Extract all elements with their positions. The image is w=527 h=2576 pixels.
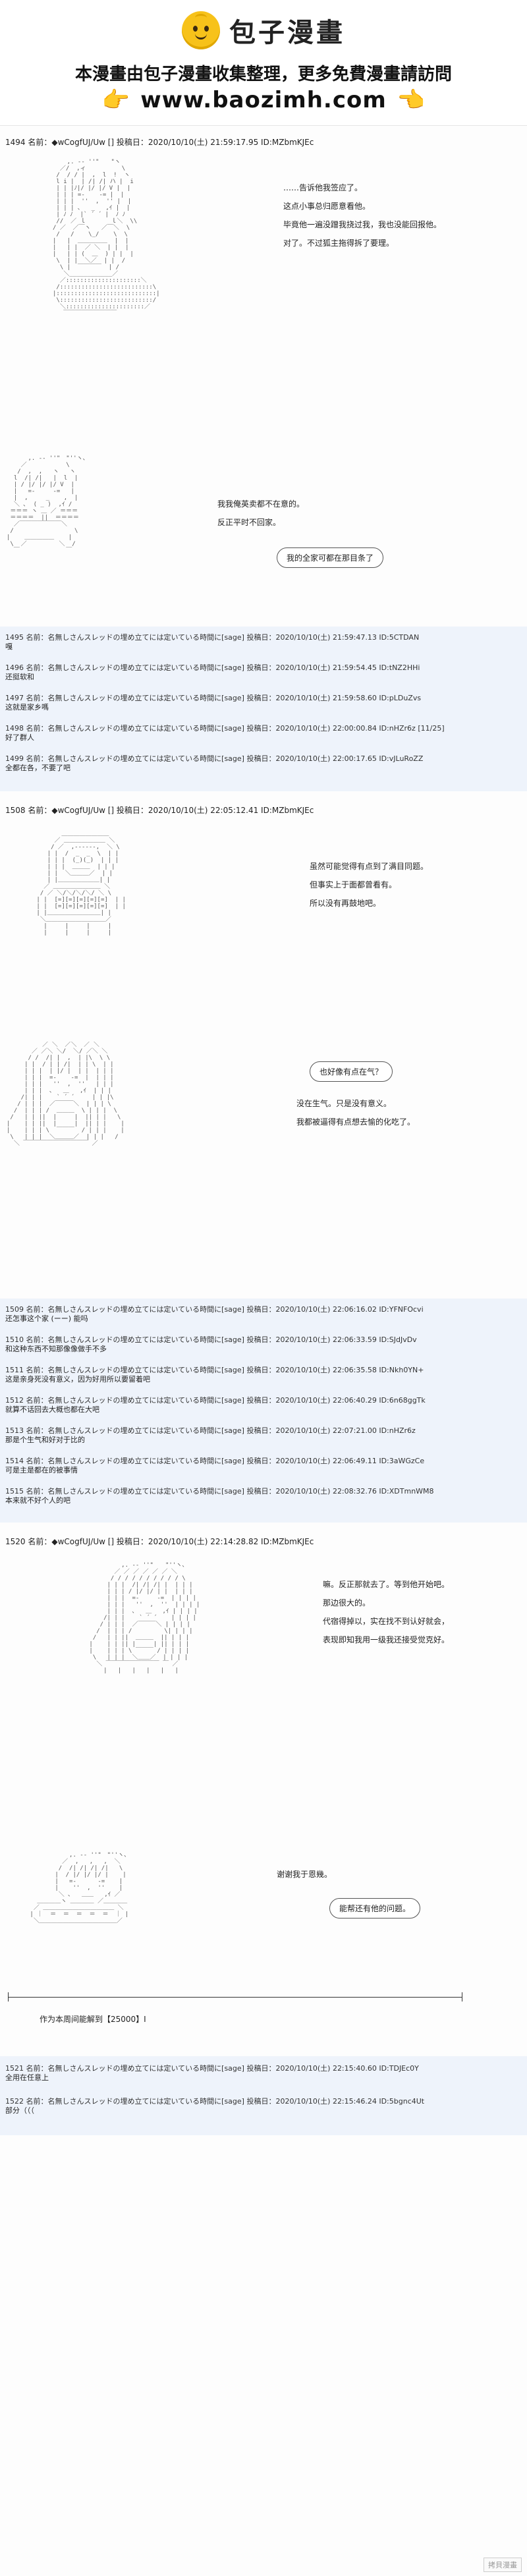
site-logo-text: 包子漫畫 (229, 18, 345, 48)
post-header: 1508 名前：◆wCogfUJ/Uw [] 投稿日：2020/10/10(土)… (5, 806, 314, 815)
reply-section: 1509 名前：名無しさんスレッドの埋め立てには定いている時間に[sage] 投… (0, 1299, 527, 1523)
reply-item: 1512 名前：名無しさんスレッドの埋め立てには定いている時間に[sage] 投… (5, 1396, 426, 1414)
thread-page: 1494 名前：◆wCogfUJ/Uw [] 投稿日：2020/10/10(土)… (0, 125, 527, 2576)
reply-section: 1495 名前：名無しさんスレッドの埋め立てには定いている時間に[sage] 投… (0, 627, 527, 791)
dialog-line: 代宿得掉以，实在找不到认好就会， (323, 1617, 450, 1626)
dialog-line: 这点小事总归愿意看他。 (283, 202, 371, 211)
dialog-line: 对了。不过狐主拖得拆了要理。 (283, 238, 395, 248)
ascii-art-figure: ,. -‐ ''"￣￣"ヽ ／/ ,ィ \ / / / | , l ! ヽ l … (53, 159, 160, 317)
reply-item: 1514 名前：名無しさんスレッドの埋め立てには定いている時間に[sage] 投… (5, 1457, 425, 1474)
pointing-hand-icon: 👉 (101, 87, 130, 113)
dialog-line: 毕竟他一遍没蹭我挠过我，我也没能回报他。 (283, 220, 442, 229)
reply-item: 1510 名前：名無しさんスレッドの埋め立てには定いている時間に[sage] 投… (5, 1335, 417, 1353)
dialog-lines: 虽然可能觉得有点到了满目同题。 但事实上于面都曾看有。 所以没有再鼓地吧。 (310, 857, 428, 912)
reply-item: 1521 名前：名無しさんスレッドの埋め立てには定いている時間に[sage] 投… (5, 2064, 419, 2082)
logo-row: 包子漫畫 (0, 9, 527, 51)
dialog-lines: 嘛。反正那就去了。等到他开始吧。 那边很大的。 代宿得掉以，实在找不到认好就会，… (323, 1575, 449, 1649)
banner-url-row[interactable]: 👉 www.baozimh.com 👈 (0, 87, 527, 113)
dialog-line: ……告诉他我签应了。 (283, 183, 363, 192)
post-header: 1520 名前：◆wCogfUJ/Uw [] 投稿日：2020/10/10(土)… (5, 1537, 314, 1546)
dialog-line: 所以没有再鼓地吧。 (310, 899, 381, 908)
dialog-line: 虽然可能觉得有点到了满目同题。 (310, 862, 429, 871)
separator-tick (8, 1992, 9, 2002)
reply-item: 1497 名前：名無しさんスレッドの埋め立てには定いている時間に[sage] 投… (5, 694, 422, 712)
site-url-link[interactable]: www.baozimh.com (140, 87, 387, 113)
ascii-art-figure: ,. -‐ ''"￣"''ヽ、 ／ \ / , , ヽ ヽ l /| /| | … (7, 455, 89, 554)
ascii-art-figure: ＿＿＿＿＿＿＿＿ ／ ＿＿＿＿＿＿＿ ＼ / ／ ,-‐‐‐‐‐, ＼ \ | … (36, 831, 126, 936)
reply-item: 1509 名前：名無しさんスレッドの埋め立てには定いている時間に[sage] 投… (5, 1305, 424, 1323)
reply-item: 1496 名前：名無しさんスレッドの埋め立てには定いている時間に[sage] 投… (5, 663, 420, 681)
speech-bubble: 也好像有点在气？ (310, 1061, 393, 1082)
reply-item: 1511 名前：名無しさんスレッドの埋め立てには定いている時間に[sage] 投… (5, 1366, 424, 1384)
dialog-line: 嘛。反正那就去了。等到他开始吧。 (323, 1580, 450, 1589)
banner-tagline: 本漫畫由包子漫畫收集整理，更多免費漫畫請訪問 (74, 65, 452, 84)
ascii-art-figure: ,. -‐ ''"￣￣"''ヽ、 ／ ／ ／ ／ ／ ／ ＼ / / / / /… (89, 1562, 200, 1674)
reply-item: 1522 名前：名無しさんスレッドの埋め立てには定いている時間に[sage] 投… (5, 2097, 425, 2115)
watermark-badge: 拷貝漫畫 (484, 2558, 522, 2572)
reply-item: 1515 名前：名無しさんスレッドの埋め立てには定いている時間に[sage] 投… (5, 1487, 434, 1505)
dialog-line: 我我俺英卖都不在意的。 (217, 499, 305, 509)
dialog-line: 但事实上于面都曾看有。 (310, 880, 397, 889)
bun-mascot-icon (182, 11, 220, 49)
reply-item: 1513 名前：名無しさんスレッドの埋め立てには定いている時間に[sage] 投… (5, 1426, 416, 1444)
site-banner: 包子漫畫 本漫畫由包子漫畫收集整理，更多免費漫畫請訪問 👉 www.baozim… (0, 0, 527, 125)
dialog-line: 那边很大的。 (323, 1598, 371, 1608)
dialog-lines: 我我俺英卖都不在意的。 反正平时不回家。 (217, 495, 304, 532)
stream-footer-note: 作为本周间能解到【25000】I (40, 2015, 146, 2024)
separator-line (8, 1997, 462, 1998)
speech-bubble: 我的全家可都在那目条了 (277, 547, 384, 568)
dialog-line: 谢谢我于恩幾。 (277, 1870, 333, 1879)
reply-item: 1498 名前：名無しさんスレッドの埋め立てには定いている時間に[sage] 投… (5, 724, 445, 742)
reply-item: 1495 名前：名無しさんスレッドの埋め立てには定いている時間に[sage] 投… (5, 633, 420, 651)
dialog-line: 表现即知我用一级我还接受觉克好。 (323, 1635, 450, 1644)
dialog-line: 没在生气。只是没有意义。 (296, 1099, 392, 1108)
dialog-lines: 没在生气。只是没有意义。 我都被逼得有点想去愉的化吃了。 (296, 1094, 415, 1131)
pointing-hand-icon: 👈 (397, 87, 426, 113)
post-header: 1494 名前：◆wCogfUJ/Uw [] 投稿日：2020/10/10(土)… (5, 138, 314, 147)
dialog-lines: ……告诉他我签应了。 这点小事总归愿意看他。 毕竟他一遍没蹭我挠过我，我也没能回… (283, 179, 441, 252)
ascii-art-figure: ／ ＼ ／＼ ／ ＼ ／ ／＼ ＼/ ＼/ ／＼ ＼ / / /| | , | … (7, 1042, 125, 1147)
dialog-line: 我都被逼得有点想去愉的化吃了。 (296, 1117, 416, 1127)
reply-item: 1499 名前：名無しさんスレッドの埋め立てには定いている時間に[sage] 投… (5, 754, 424, 772)
speech-bubble: 能帮还有他的问题。 (329, 1898, 421, 1918)
reply-section: 1521 名前：名無しさんスレッドの埋め立てには定いている時間に[sage] 投… (0, 2056, 527, 2135)
ascii-art-figure: ,. -‐ ''"￣"''ヽ、 ／ , , , ＼ / /| /| /| /| … (30, 1852, 130, 1924)
dialog-line: 反正平时不回家。 (217, 518, 281, 527)
dialog-lines: 谢谢我于恩幾。 (277, 1865, 332, 1884)
